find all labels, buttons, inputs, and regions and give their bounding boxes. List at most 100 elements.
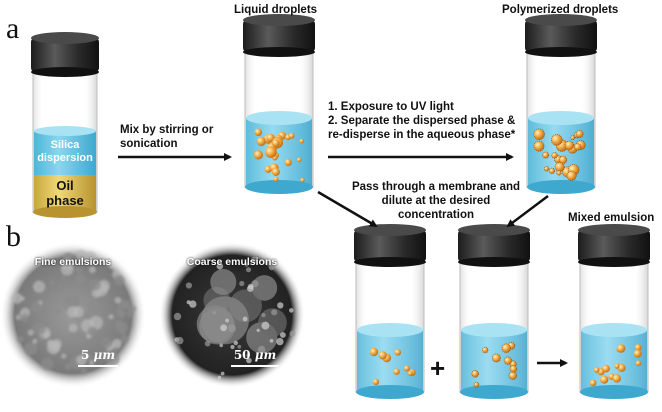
droplet (616, 344, 626, 353)
micrograph-droplet (130, 305, 137, 312)
micrograph-droplet (68, 323, 78, 333)
droplet (378, 351, 387, 360)
micrograph-droplet (75, 249, 87, 261)
title-liquid-droplets: Liquid droplets (234, 4, 318, 16)
droplet (564, 140, 575, 151)
fine-scale-label: 5 μm (72, 348, 124, 362)
arrow-dilute-liquid (317, 190, 378, 228)
micrograph-droplet (24, 342, 38, 356)
micrograph-droplet (277, 302, 284, 309)
micrograph-droplet (114, 296, 122, 304)
droplet (299, 138, 305, 144)
oil-phase-label: Oil phase (34, 178, 96, 208)
vial-bottom-middle (458, 224, 530, 399)
panel-label-a: a (6, 12, 20, 45)
micrograph-droplet (251, 275, 278, 301)
micrograph-droplet (89, 279, 102, 291)
coarse-emulsions-title: Coarse emulsions (186, 256, 278, 268)
micrograph-droplet (31, 302, 43, 313)
micrograph-droplet (66, 253, 71, 258)
mix-line-2: sonication (120, 138, 178, 150)
micrograph-droplet (66, 258, 71, 263)
droplet (471, 370, 479, 378)
droplet (556, 170, 562, 176)
micrograph-droplet (41, 357, 54, 371)
liquid-droplets-cluster (253, 128, 305, 183)
micrograph-droplet (112, 338, 122, 349)
silica-line-2: dispersion (37, 152, 93, 164)
micrograph-droplet (89, 360, 95, 366)
vial-oil-silica (31, 32, 99, 218)
droplet (617, 363, 626, 372)
arrow-dilute-polymerized (506, 195, 549, 228)
droplet (393, 368, 400, 375)
micrograph-droplet (185, 282, 192, 289)
droplet (394, 349, 402, 356)
micrograph-droplet (280, 332, 286, 338)
droplet (593, 367, 600, 373)
droplet (633, 349, 642, 358)
micrograph-fine (0, 242, 146, 388)
droplet (573, 143, 582, 151)
step-pass-text: Pass through a membrane and dilute at th… (346, 180, 526, 222)
micrograph-droplet (210, 269, 237, 295)
micrograph-droplet (19, 313, 29, 323)
droplet (503, 356, 513, 365)
droplet (509, 365, 518, 373)
coarse-scale-label: 50 μm (226, 348, 284, 362)
micrograph-droplet (100, 350, 112, 362)
micrograph-droplet (49, 279, 55, 285)
oil-line-1: Oil (56, 178, 74, 193)
micrograph-droplet (269, 339, 274, 343)
micrograph-droplet (87, 299, 100, 311)
micrograph-droplet (32, 321, 46, 335)
micrograph-droplet (11, 292, 23, 304)
micrograph-droplet (43, 331, 50, 338)
micrograph-droplet (49, 341, 61, 353)
micrograph-droplet (55, 308, 61, 315)
micrograph-droplet (17, 336, 24, 343)
micrograph-droplet (176, 336, 184, 345)
micrograph-droplet (245, 267, 252, 273)
micrograph-droplet (246, 353, 250, 358)
droplet (558, 155, 568, 164)
diluted-polymerized-droplets (471, 341, 518, 388)
micrograph-droplet (68, 330, 81, 342)
micrograph-droplet (256, 328, 260, 332)
droplet (533, 140, 545, 152)
droplet (589, 379, 597, 387)
uv-line-2: 2. Separate the dispersed phase & (328, 115, 516, 127)
micrograph-droplet (186, 300, 191, 305)
droplet (554, 161, 565, 172)
micrograph-droplet (227, 324, 236, 333)
droplet (272, 139, 280, 147)
micrograph-droplet (91, 288, 102, 298)
micrograph-droplet (230, 344, 235, 350)
droplet (575, 129, 584, 138)
droplet (501, 343, 511, 353)
title-mixed-emulsion: Mixed emulsion (568, 212, 655, 224)
pass-line-2: dilute at the desired (381, 195, 491, 207)
micrograph-droplet (27, 329, 34, 336)
fine-scale-value: 5 (80, 348, 90, 362)
polymerized-droplets-cluster (533, 128, 586, 181)
droplet (300, 178, 305, 183)
oil-line-2: phase (46, 193, 84, 208)
micrograph-droplet (225, 318, 230, 323)
droplet (533, 128, 545, 141)
micrograph-droplet (289, 330, 296, 337)
micrograph-droplet (200, 296, 249, 345)
micrograph-droplet (49, 292, 57, 300)
coarse-scale-value: 50 (233, 348, 251, 362)
micrograph-droplet (108, 314, 114, 320)
mix-line-1: Mix by stirring or (120, 124, 214, 136)
droplet (296, 157, 302, 163)
diluted-liquid-droplets (369, 347, 416, 386)
droplet (265, 146, 277, 158)
micrograph-droplet (216, 262, 224, 270)
droplet (369, 347, 379, 357)
step-uv-text: 1. Exposure to UV light 2. Separate the … (328, 100, 515, 142)
micrograph-droplet (271, 309, 278, 316)
micrograph-droplet (246, 357, 252, 364)
